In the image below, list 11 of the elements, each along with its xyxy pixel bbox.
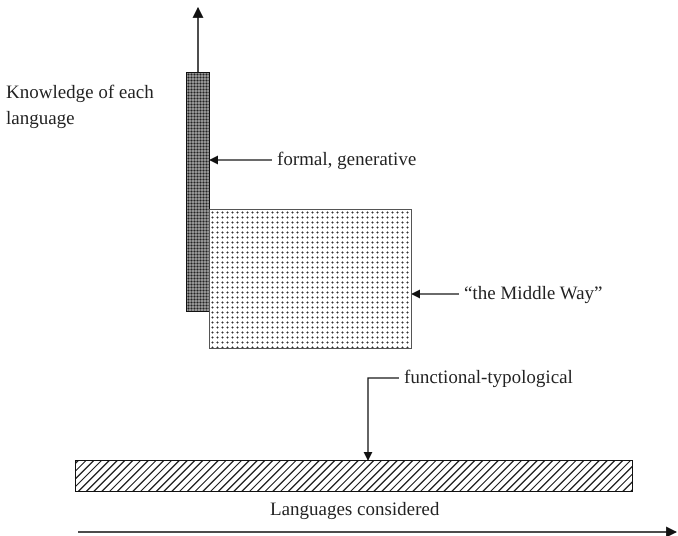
- axis-label: Languages considered: [270, 498, 440, 522]
- axis-label: Knowledge of each language: [6, 81, 155, 131]
- arrow: [364, 377, 399, 461]
- patterned-bar: [75, 460, 633, 492]
- callout-label: formal, generative: [277, 147, 416, 173]
- callout-label: “the Middle Way”: [464, 281, 602, 307]
- patterned-box: [209, 209, 412, 349]
- patterned-bar: [186, 72, 210, 312]
- arrow: [411, 290, 459, 298]
- callout-label: functional-typological: [404, 365, 573, 391]
- arrow: [209, 156, 272, 164]
